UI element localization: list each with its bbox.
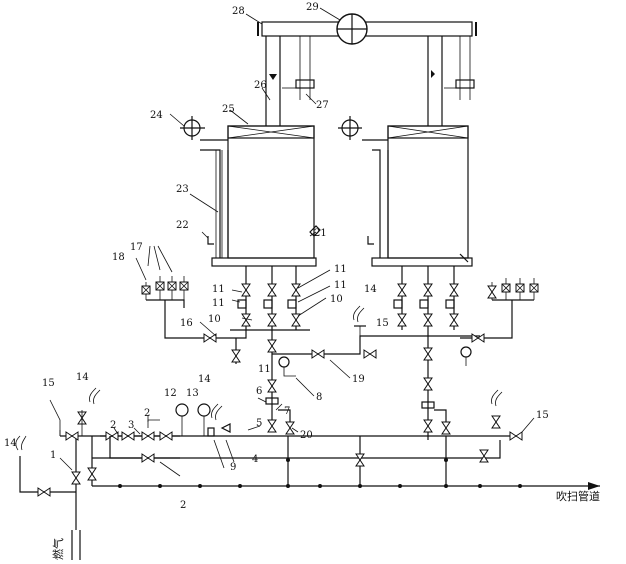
label-14c: 14 (198, 374, 211, 385)
label-18: 18 (112, 252, 125, 263)
label-11a: 11 (212, 284, 225, 295)
label-14b: 14 (76, 372, 89, 383)
left-valve-trains (230, 225, 321, 331)
label-11e: 11 (258, 364, 271, 375)
right-boiler (362, 120, 473, 267)
purge-pipeline-label: 吹扫管道 (556, 489, 600, 503)
label-10b: 10 (330, 294, 343, 305)
label-4: 4 (252, 454, 258, 465)
label-6: 6 (256, 386, 262, 397)
label-26: 26 (254, 80, 267, 91)
label-10a: 10 (208, 314, 221, 325)
label-8: 8 (316, 392, 322, 403)
top-header-pipe (257, 13, 477, 120)
label-14d: 14 (364, 284, 377, 295)
label-12: 12 (164, 388, 177, 399)
label-7: 7 (284, 406, 290, 417)
label-20: 20 (300, 430, 313, 441)
left-boiler (180, 116, 362, 267)
label-2b: 2 (144, 408, 150, 419)
label-16: 16 (180, 318, 193, 329)
label-15a: 15 (42, 378, 55, 389)
vent-plume-icons (15, 305, 503, 451)
label-5: 5 (256, 418, 262, 429)
label-15b: 15 (376, 318, 389, 329)
main-gas-header (19, 403, 600, 560)
label-14a: 14 (4, 438, 17, 449)
label-1: 1 (50, 450, 56, 461)
label-28: 28 (232, 6, 245, 17)
gas-inlet-label: 燃气 (51, 538, 65, 560)
label-27: 27 (316, 100, 329, 111)
label-15c: 15 (536, 410, 549, 421)
label-21: 21 (314, 228, 327, 239)
label-2a: 2 (110, 420, 116, 431)
label-3: 3 (128, 420, 134, 431)
label-11d: 11 (334, 280, 347, 291)
label-29: 29 (306, 2, 319, 13)
label-11b: 11 (212, 298, 225, 309)
label-9: 9 (230, 462, 236, 473)
right-valve-trains (380, 253, 480, 337)
label-13: 13 (186, 388, 199, 399)
label-2c: 2 (180, 500, 186, 511)
label-22: 22 (176, 220, 189, 231)
label-19: 19 (352, 374, 365, 385)
label-11c: 11 (334, 264, 347, 275)
left-purge-cluster (141, 276, 226, 343)
right-purge-cluster (460, 278, 539, 343)
callout-labels: 1 2 3 2 2 12 13 14 14 14 14 15 15 15 9 4… (4, 2, 549, 511)
label-24: 24 (150, 110, 163, 121)
label-17: 17 (130, 242, 143, 253)
label-25: 25 (222, 104, 235, 115)
label-23: 23 (176, 184, 189, 195)
distribution-piping (226, 325, 472, 440)
leader-lines (49, 7, 535, 477)
